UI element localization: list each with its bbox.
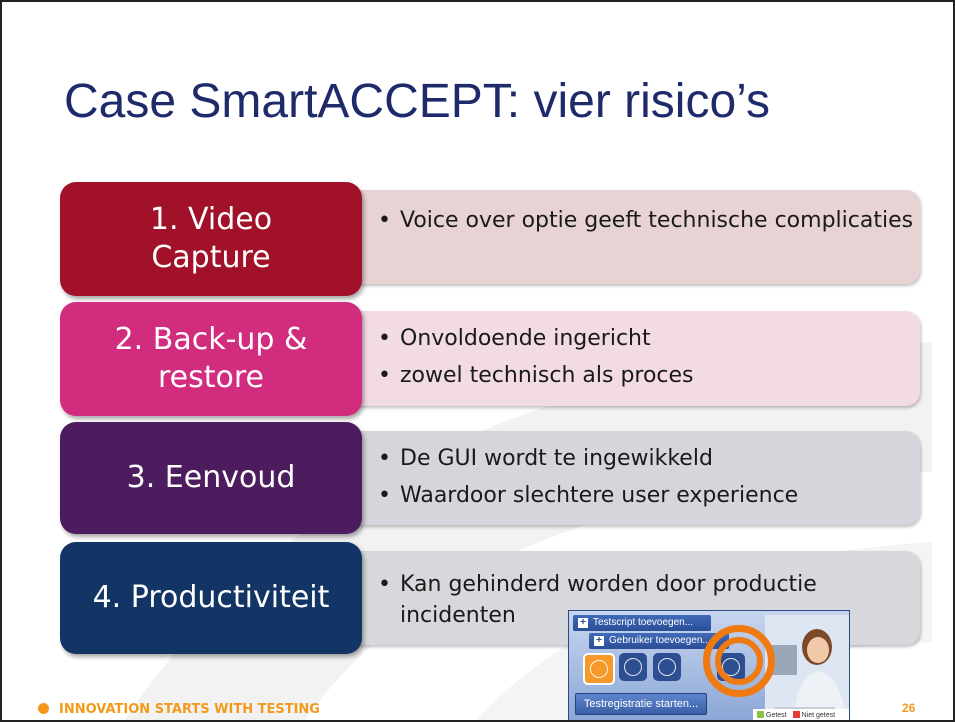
risk-detail-panel	[334, 311, 920, 406]
bullet-icon: •	[378, 483, 391, 508]
bullet-text: Waardoor slechtere user experience	[400, 483, 799, 508]
footer-brand-text: INNOVATION STARTS WITH TESTING	[59, 702, 320, 717]
risk-label-line1: 2. Back-up &	[114, 322, 308, 357]
plus-icon: +	[594, 636, 604, 646]
legend-not-tested-label: Niet getest	[801, 712, 836, 719]
risk-detail-panel	[334, 431, 920, 525]
person-illustration-icon	[765, 615, 849, 720]
risk-label-backup-restore: 2. Back-up & restore	[60, 302, 362, 416]
risk-label-line2: restore	[157, 360, 264, 395]
sad-face-icon	[658, 658, 676, 676]
risk-bullets: • Onvoldoende ingericht • zowel technisch …	[374, 323, 914, 397]
legend-tested-label: Getest	[766, 712, 787, 719]
risk-label-line1: 4. Productiviteit	[92, 580, 330, 615]
bullet-icon: •	[378, 363, 391, 388]
bullet-icon: •	[378, 446, 391, 471]
copyright-icon	[38, 703, 49, 714]
sad-face-button[interactable]	[653, 653, 681, 681]
bullet-item: • Kan gehinderd worden door productie inc…	[374, 569, 914, 631]
start-test-registration-button[interactable]: Testregistratie starten...	[575, 693, 707, 715]
bullet-text: De GUI wordt te ingewikkeld	[400, 446, 713, 471]
page-number: 26	[902, 701, 916, 715]
not-tested-swatch-icon	[792, 711, 800, 718]
risk-label-line1: 1. Video	[149, 202, 273, 237]
bullet-icon: •	[378, 326, 391, 351]
footer-brand: INNOVATION STARTS WITH TESTING	[38, 702, 320, 717]
risk-label-video-capture: 1. Video Capture	[60, 182, 362, 296]
status-legend: Getest Niet getest	[753, 709, 849, 720]
highlight-target-ring-icon	[703, 625, 775, 697]
bullet-item: • Waardoor slechtere user experience	[374, 480, 914, 511]
risk-label-productiviteit: 4. Productiviteit	[60, 542, 362, 654]
risk-label-eenvoud: 3. Eenvoud	[60, 422, 362, 534]
bullet-item: • Onvoldoende ingericht	[374, 323, 914, 354]
happy-face-icon	[590, 660, 608, 678]
bullet-text: Voice over optie geeft technische compli…	[400, 208, 914, 233]
add-testscript-label: Testscript toevoegen...	[593, 617, 694, 628]
slide-title: Case SmartACCEPT: vier risico’s	[64, 75, 770, 128]
plus-icon: +	[578, 618, 588, 628]
risk-detail-panel	[334, 190, 920, 284]
risk-bullets: • Kan gehinderd worden door productie inc…	[374, 569, 914, 637]
bullet-text: Kan gehinderd worden door productie inci…	[400, 572, 817, 628]
bullet-icon: •	[378, 208, 391, 233]
add-user-button[interactable]: + Gebruiker toevoegen...	[589, 633, 729, 649]
bullet-text: zowel technisch als proces	[400, 363, 694, 388]
tested-swatch-icon	[757, 711, 764, 718]
bullet-item: • Voice over optie geeft technische compl…	[374, 205, 914, 236]
risk-bullets: • Voice over optie geeft technische compl…	[374, 205, 914, 242]
bullet-text: Onvoldoende ingericht	[400, 326, 651, 351]
risk-label-line1: 3. Eenvoud	[126, 460, 296, 495]
bullet-item: • De GUI wordt te ingewikkeld	[374, 443, 914, 474]
add-testscript-button[interactable]: + Testscript toevoegen...	[573, 615, 711, 631]
risk-bullets: • De GUI wordt te ingewikkeld • Waardoor s…	[374, 443, 914, 517]
risk-label-line2: Capture	[151, 240, 271, 275]
neutral-face-icon	[624, 658, 642, 676]
add-user-label: Gebruiker toevoegen...	[609, 635, 711, 646]
app-screenshot: + Testscript toevoegen... + Gebruiker to…	[568, 610, 850, 720]
neutral-face-button[interactable]	[619, 653, 647, 681]
highlight-target-inner-ring-icon	[715, 637, 763, 685]
bullet-item: • zowel technisch als proces	[374, 360, 914, 391]
bullet-icon: •	[378, 572, 391, 597]
happy-face-button[interactable]	[583, 653, 615, 685]
person-photo	[765, 615, 849, 720]
